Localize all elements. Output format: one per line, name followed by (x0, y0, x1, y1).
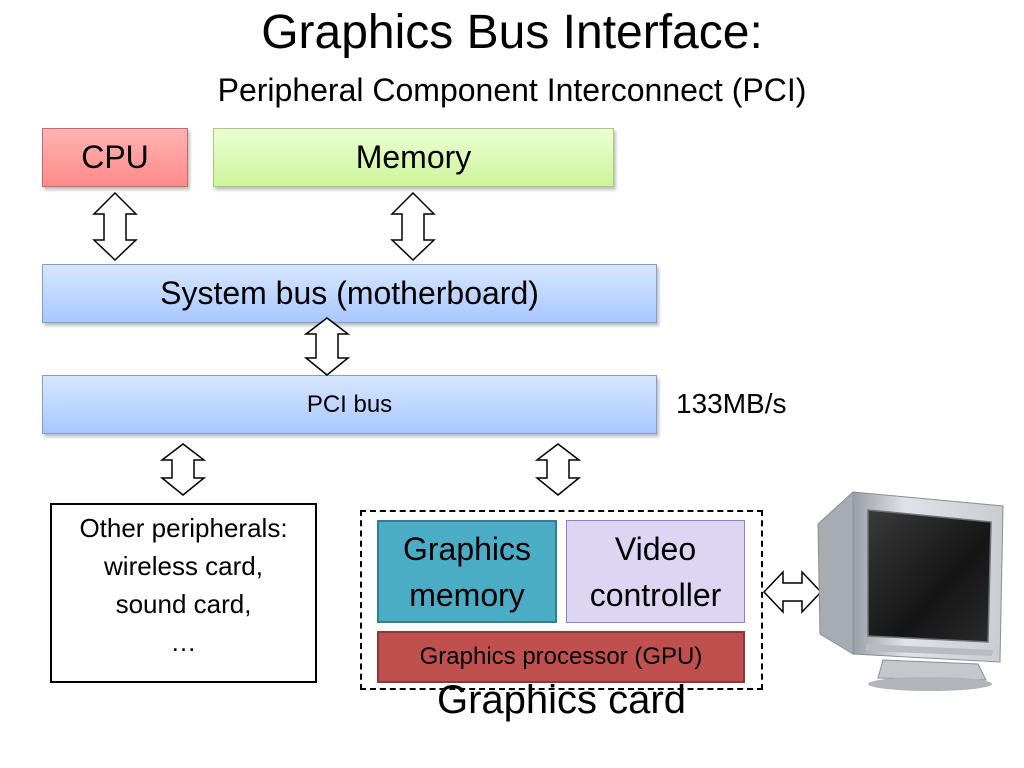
graphics-card-outline (360, 510, 763, 690)
video-controller-line: Video (614, 530, 697, 567)
system-bus-label: System bus (motherboard) (160, 275, 539, 311)
pci-peripherals-double-arrow-icon (159, 443, 207, 496)
graphics-card-label: Graphics card (437, 678, 686, 722)
graphics-memory-line: Graphics (402, 530, 532, 567)
memory-bus-double-arrow-icon (390, 191, 436, 262)
peripherals-box: Other peripherals: wireless card, sound … (50, 503, 317, 683)
gpu-box: Graphics processor (GPU) (377, 631, 745, 683)
pci-speed-label: 133MB/s (676, 388, 787, 419)
video-controller-line: controller (589, 576, 722, 613)
system-pci-double-arrow-icon (303, 317, 351, 376)
memory-label: Memory (355, 139, 472, 175)
cpu-box: CPU (42, 128, 188, 187)
peripherals-line: sound card, (115, 589, 252, 619)
pci-bus-box: PCI bus (42, 375, 657, 434)
crt-monitor-icon (817, 490, 1004, 691)
cpu-bus-double-arrow-icon (92, 191, 138, 262)
peripherals-line: … (170, 627, 197, 657)
memory-box: Memory (213, 128, 614, 187)
graphics-memory-line: memory (409, 576, 525, 613)
peripherals-line: Other peripherals: (79, 513, 288, 543)
system-bus-box: System bus (motherboard) (42, 264, 657, 323)
page-title: Graphics Bus Interface: (261, 6, 763, 59)
pci-graphics-double-arrow-icon (534, 443, 582, 496)
video-controller-box: Video controller (566, 520, 745, 623)
graphics-memory-box: Graphics memory (377, 520, 557, 623)
page-subtitle: Peripheral Component Interconnect (PCI) (217, 72, 807, 108)
peripherals-line: wireless card, (104, 551, 263, 581)
cpu-label: CPU (81, 139, 149, 175)
pci-bus-label: PCI bus (306, 390, 393, 418)
gpu-label: Graphics processor (GPU) (419, 643, 703, 670)
